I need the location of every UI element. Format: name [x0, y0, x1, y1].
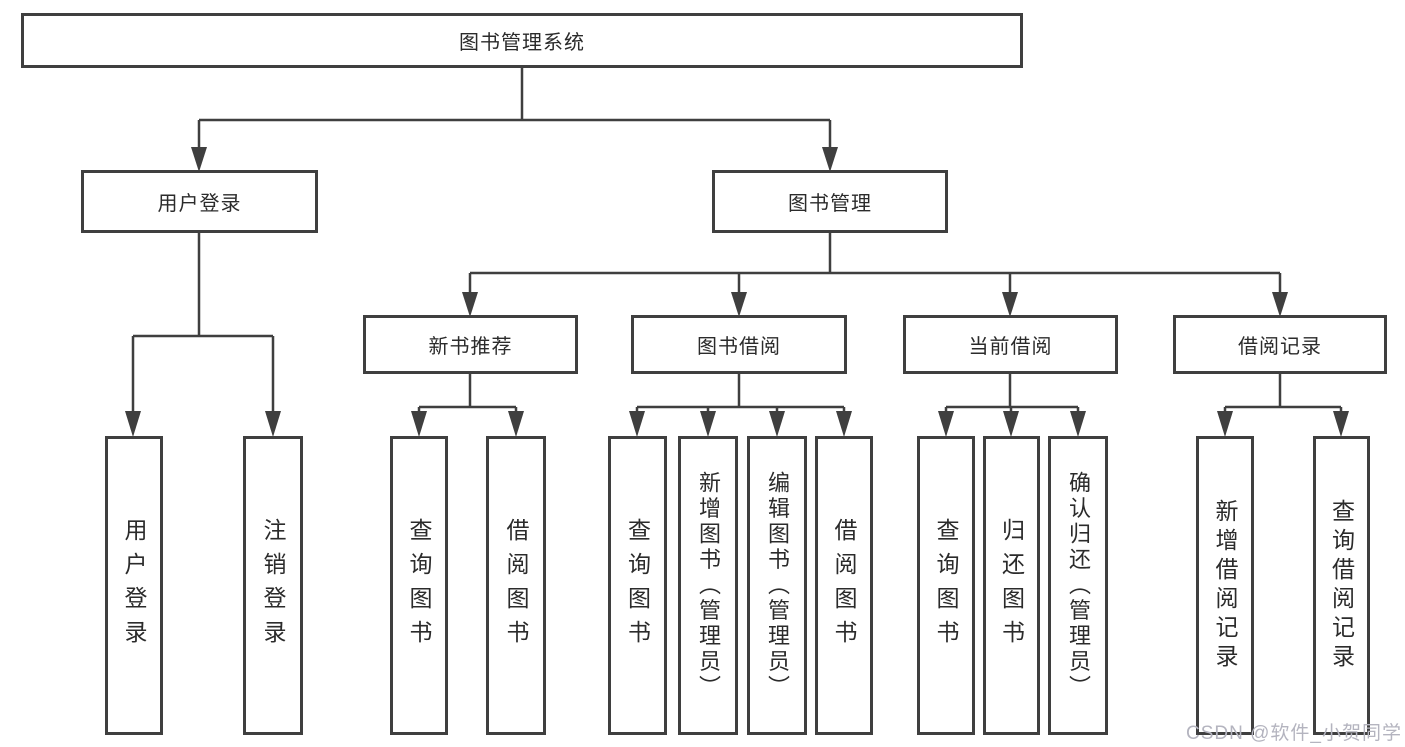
leaf-user-login: 用户登录	[105, 436, 163, 735]
connector-borrowing-records-to-leaves	[1217, 374, 1349, 437]
connector-book-borrowing-to-leaves	[629, 374, 852, 437]
node-current-borrowing: 当前借阅	[903, 315, 1118, 374]
leaf-return-books: 归还图书	[983, 436, 1040, 735]
connector-root-to-level2	[191, 68, 838, 172]
leaf-edit-book-admin: 编辑图书（管理员）	[747, 436, 807, 735]
leaf-add-book-admin: 新增图书（管理员）	[678, 436, 738, 735]
csdn-watermark: CSDN @软件_小贺同学	[1186, 723, 1402, 744]
leaf-query-books-borrowing: 查询图书	[608, 436, 667, 735]
node-book-management: 图书管理	[712, 170, 948, 233]
node-book-borrowing: 图书借阅	[631, 315, 847, 374]
connector-new-book-to-leaves	[411, 374, 524, 437]
node-borrowing-records: 借阅记录	[1173, 315, 1387, 374]
node-new-book-recommend: 新书推荐	[363, 315, 578, 374]
leaf-confirm-return-admin: 确认归还（管理员）	[1048, 436, 1108, 735]
connector-user-login-to-leaves	[125, 233, 281, 437]
connector-book-management-to-level3	[462, 233, 1288, 317]
leaf-borrow-books-recommend: 借阅图书	[486, 436, 546, 735]
leaf-borrow-books-borrowing: 借阅图书	[815, 436, 873, 735]
leaf-query-books-recommend: 查询图书	[390, 436, 448, 735]
leaf-query-borrow-record: 查询借阅记录	[1313, 436, 1370, 735]
leaf-add-borrow-record: 新增借阅记录	[1196, 436, 1254, 735]
connector-current-borrowing-to-leaves	[938, 374, 1086, 437]
leaf-logout: 注销登录	[243, 436, 303, 735]
leaf-query-books-current: 查询图书	[917, 436, 975, 735]
node-user-login: 用户登录	[81, 170, 318, 233]
node-root: 图书管理系统	[21, 13, 1023, 68]
